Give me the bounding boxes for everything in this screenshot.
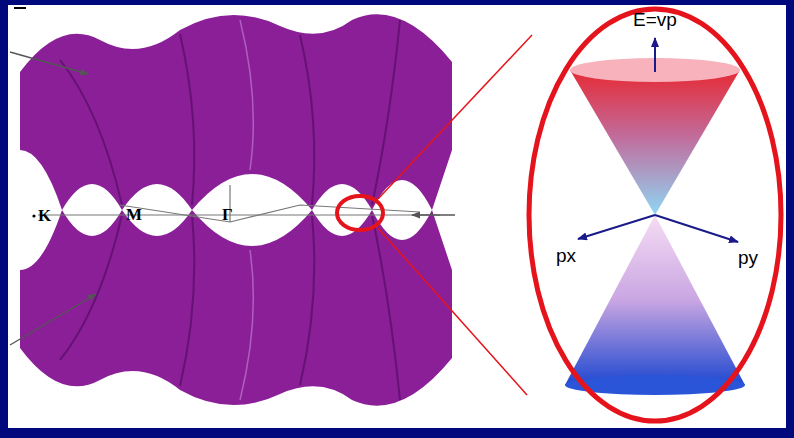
point-label: M: [126, 206, 142, 223]
point-label: Γ: [222, 206, 233, 223]
axis-label: px: [556, 246, 576, 265]
point-label: K: [38, 207, 51, 224]
axis-label: py: [738, 248, 758, 267]
axis-label: E=vp: [633, 10, 677, 29]
